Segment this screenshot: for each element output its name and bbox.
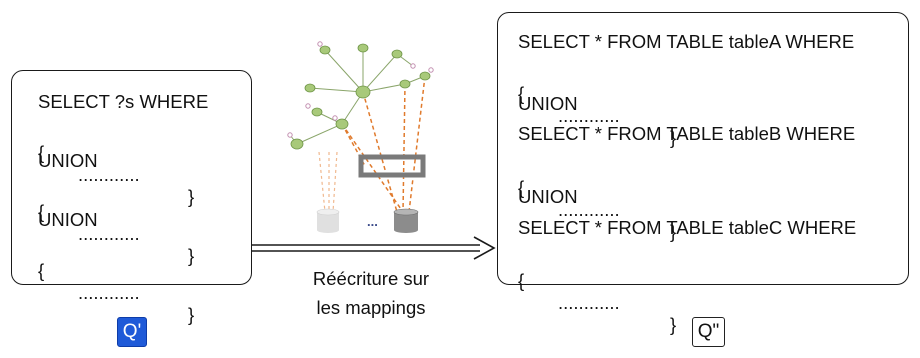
table-frame-icon — [358, 154, 426, 178]
arrow-caption: Réécriture sur les mappings — [256, 264, 486, 322]
graph-edge — [362, 53, 398, 93]
query-tag-q-double-prime: Q" — [692, 317, 725, 347]
open-brace: { — [38, 142, 45, 163]
graph-node — [357, 43, 369, 53]
graph-node — [335, 118, 349, 130]
block-dots: ............ — [558, 292, 620, 313]
graph-node — [290, 138, 304, 150]
query-tag-q-prime: Q' — [117, 317, 147, 347]
close-brace: } — [188, 186, 195, 207]
graph-small-nodes — [287, 41, 434, 138]
open-brace: { — [518, 83, 525, 104]
graph-node — [311, 107, 323, 117]
mapping-line — [362, 91, 398, 213]
open-brace: { — [518, 177, 525, 198]
ellipsis-text: ... — [367, 214, 378, 229]
mapping-lines — [341, 75, 426, 213]
query-line-select-table-a: SELECT * FROM TABLE tableA WHERE — [518, 31, 855, 52]
query-block: { ............ } — [518, 61, 676, 171]
rewrite-arrow — [252, 236, 496, 260]
database-light-icon — [316, 208, 340, 233]
query-line-select: SELECT ?s WHERE — [38, 91, 209, 112]
caption-line-2: les mappings — [316, 297, 426, 318]
block-dots: ............ — [558, 105, 620, 126]
mapping-line — [408, 75, 426, 213]
open-brace: { — [38, 201, 45, 222]
block-dots: ............ — [558, 199, 620, 220]
graph-small-node — [332, 115, 338, 121]
graph-small-node — [428, 67, 434, 73]
graph-node — [304, 83, 316, 93]
graph-node — [419, 71, 431, 81]
open-brace: { — [38, 260, 45, 281]
graph-edge — [296, 123, 343, 145]
query-block: { ............ } — [38, 238, 194, 348]
close-brace: } — [188, 304, 195, 325]
query-block: { ............ } — [38, 179, 194, 289]
query-line-union: UNION — [518, 93, 578, 114]
query-line-union: UNION — [38, 150, 98, 171]
graph-small-node — [317, 41, 323, 47]
mapping-line — [341, 123, 404, 213]
faded-mapping-line — [332, 151, 338, 213]
source-query-box: SELECT ?s WHERE { ............ } UNION {… — [11, 70, 252, 325]
graph-node — [391, 49, 403, 59]
graph-small-node — [305, 103, 311, 109]
query-line-union: UNION — [518, 186, 578, 207]
query-block: { ............ } — [518, 155, 676, 265]
graph-nodes — [290, 43, 431, 150]
query-line-union: UNION — [38, 209, 98, 230]
mapping-line — [402, 83, 406, 213]
query-line-select-table-b: SELECT * FROM TABLE tableB WHERE — [518, 123, 856, 144]
open-brace: { — [518, 270, 525, 291]
graph-small-node — [410, 63, 416, 69]
block-dots: ............ — [78, 164, 140, 185]
block-dots: ............ — [78, 223, 140, 244]
graph-mapping-illustration: ... — [287, 41, 434, 233]
query-block: { ............ } — [518, 248, 676, 358]
graph-edge — [324, 49, 364, 93]
query-line-select-table-c: SELECT * FROM TABLE tableC WHERE — [518, 217, 857, 238]
database-dark-icon — [393, 208, 419, 233]
arrow-head — [473, 236, 496, 260]
mapping-line — [341, 123, 366, 167]
graph-small-node — [287, 132, 293, 138]
block-dots: ............ — [78, 282, 140, 303]
graph-edge — [309, 87, 364, 93]
rewritten-query-box: SELECT * FROM TABLE tableA WHERE { .....… — [497, 12, 909, 335]
close-brace: } — [670, 314, 677, 335]
caption-line-1: Réécriture sur — [312, 268, 430, 289]
close-brace: } — [670, 127, 677, 148]
query-block: { ............ } — [38, 120, 194, 230]
graph-node — [399, 79, 411, 89]
close-brace: } — [188, 245, 195, 266]
close-brace: } — [670, 221, 677, 242]
faded-mapping-line — [318, 151, 326, 213]
graph-node — [355, 85, 371, 99]
faded-mapping-lines — [318, 151, 338, 213]
graph-node — [319, 45, 331, 55]
